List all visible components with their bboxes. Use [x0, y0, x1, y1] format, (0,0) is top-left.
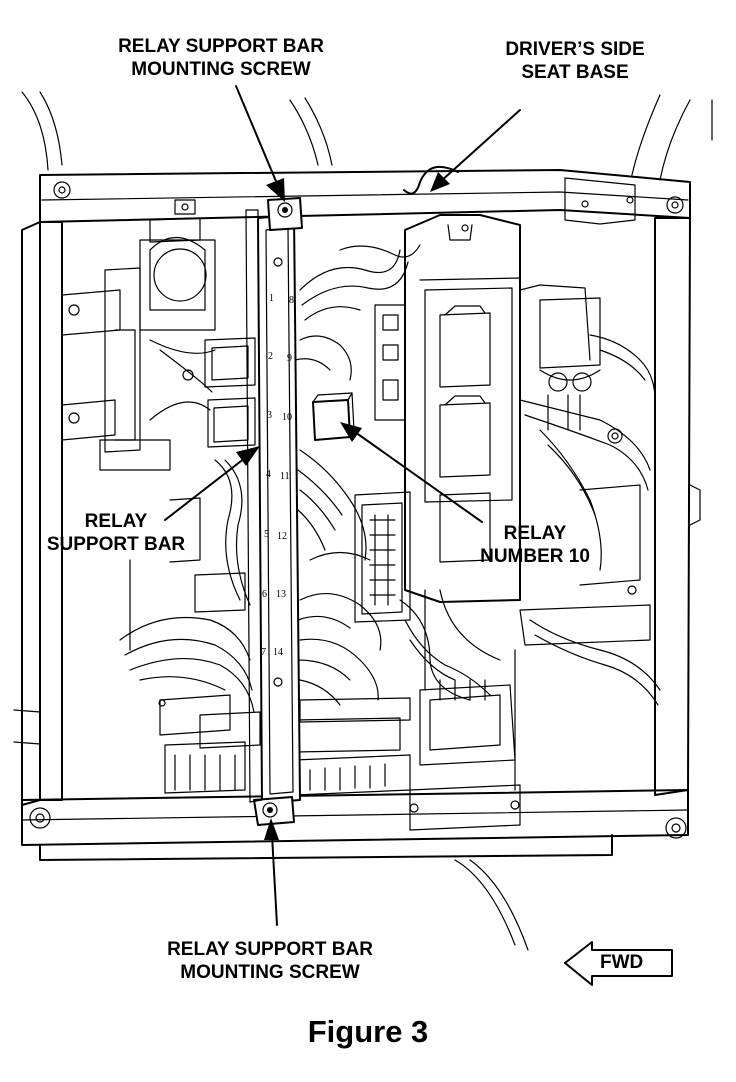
label-line: RELAY SUPPORT BAR [167, 939, 373, 960]
label-line: SUPPORT BAR [46, 534, 186, 555]
relay-support-bar [245, 197, 303, 826]
slot-number-2: 2 [268, 351, 273, 362]
label-line: MOUNTING SCREW [131, 59, 311, 80]
label-line: RELAY [503, 523, 567, 544]
label-line: RELAY [84, 511, 148, 532]
label-line: NUMBER 10 [480, 546, 590, 567]
slot-number-5: 5 [264, 529, 269, 540]
slot-number-8: 8 [289, 295, 294, 306]
right-fuse-block [404, 214, 661, 831]
slot-number-3: 3 [267, 410, 272, 421]
label-top-mounting-screw: RELAY SUPPORT BAR MOUNTING SCREW [96, 35, 346, 81]
slot-number-14: 14 [273, 647, 283, 658]
label-line: SEAT BASE [521, 62, 629, 83]
slot-number-10: 10 [282, 412, 292, 423]
slot-number-4: 4 [266, 469, 271, 480]
label-seat-base: DRIVER’S SIDE SEAT BASE [480, 38, 670, 84]
label-line: MOUNTING SCREW [180, 962, 360, 983]
slot-number-12: 12 [277, 531, 287, 542]
left-components [61, 199, 261, 794]
slot-number-7: 7 [261, 647, 266, 658]
vehicle-body-outline [13, 91, 713, 951]
seat-base-frame [21, 169, 701, 861]
label-relay-number-10: RELAY NUMBER 10 [455, 522, 615, 568]
forward-arrow [564, 941, 673, 986]
label-line: DRIVER’S SIDE [505, 39, 645, 60]
leader-arrows [164, 85, 521, 926]
label-relay-support-bar: RELAY SUPPORT BAR [26, 510, 206, 556]
slot-number-1: 1 [269, 293, 274, 304]
fwd-label: FWD [600, 952, 644, 973]
label-line: RELAY SUPPORT BAR [118, 36, 324, 57]
slot-number-13: 13 [276, 589, 286, 600]
slot-number-6: 6 [262, 589, 267, 600]
label-bottom-mounting-screw: RELAY SUPPORT BAR MOUNTING SCREW [140, 938, 400, 984]
slot-number-9: 9 [287, 353, 292, 364]
slot-number-11: 11 [280, 471, 290, 482]
figure-caption: Figure 3 [307, 1014, 429, 1049]
